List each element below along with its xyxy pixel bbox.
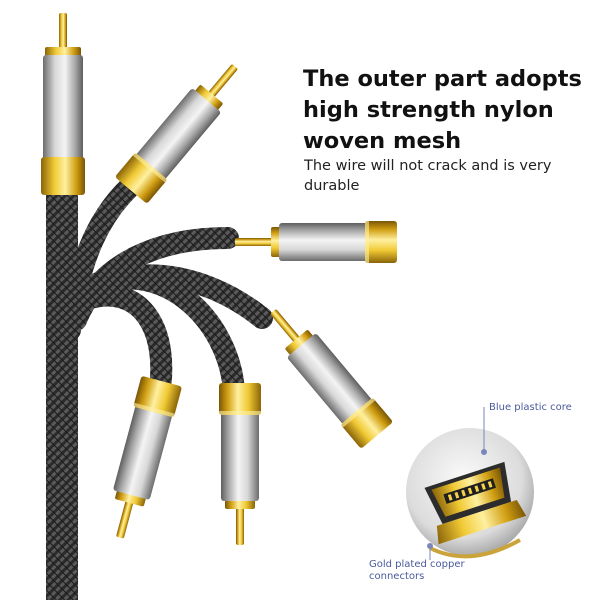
- rca-plug-upper: [114, 52, 252, 204]
- headline: The outer part adopts high strength nylo…: [303, 66, 582, 154]
- rca-plug-horizontal: [235, 221, 397, 263]
- rca-plug-lower-left: [99, 375, 183, 544]
- callout-gold-plated-connectors: Gold plated copper connectors: [369, 559, 465, 582]
- rca-plug-lower-middle: [219, 383, 261, 545]
- cable-4: [71, 267, 245, 403]
- hdmi-connector-icon: [406, 428, 534, 559]
- subtext: The wire will not crack and is very dura…: [304, 158, 552, 194]
- callout-lines: [427, 407, 487, 560]
- rca-plug-right: [256, 297, 394, 449]
- cable-5: [73, 284, 173, 411]
- rca-plug-main: [41, 13, 85, 195]
- braided-cables: [46, 167, 273, 600]
- callout-blue-plastic-core: Blue plastic core: [489, 402, 572, 413]
